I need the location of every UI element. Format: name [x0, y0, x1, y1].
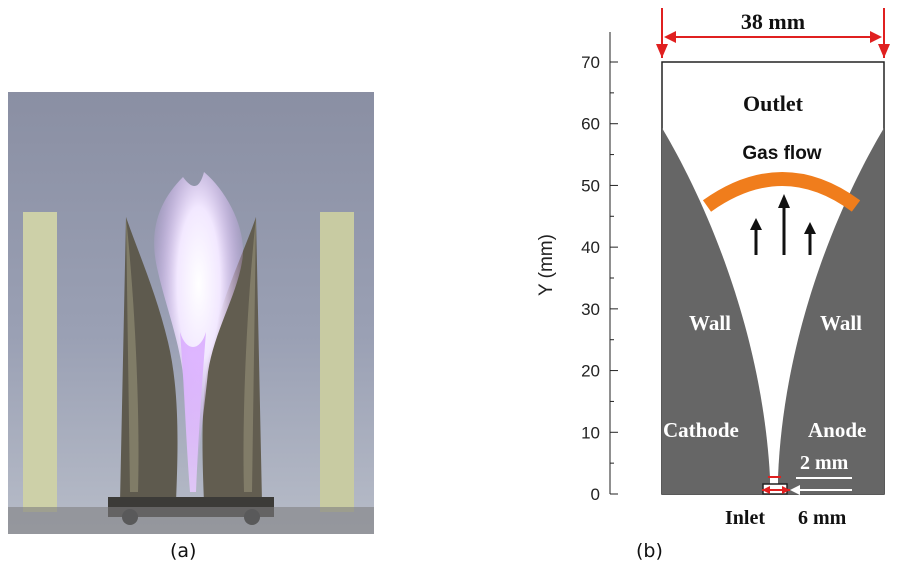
discharge-photo — [8, 92, 374, 534]
y-tick-label: 20 — [581, 362, 600, 381]
y-axis-title: Y (mm) — [536, 234, 557, 296]
y-tick-label: 0 — [591, 485, 600, 504]
cathode-wall — [662, 128, 770, 494]
gas-flow-indicator: Gas flow — [702, 143, 861, 255]
wall-label-right: Wall — [820, 311, 862, 335]
left-post — [23, 212, 57, 512]
outlet-label: Outlet — [743, 91, 804, 116]
y-axis: 0 10 20 30 40 50 60 70 Y (mm) — [536, 32, 618, 504]
y-tick-label: 70 — [581, 53, 600, 72]
y-tick-label: 60 — [581, 115, 600, 134]
width-label: 38 mm — [741, 9, 805, 34]
cathode-label: Cathode — [663, 418, 739, 442]
gas-flow-arc — [702, 172, 861, 212]
flow-arrow-left — [750, 218, 762, 255]
plasma-plume — [154, 172, 244, 492]
y-tick-label: 40 — [581, 238, 600, 257]
y-tick-label: 30 — [581, 300, 600, 319]
wall-label-left: Wall — [689, 311, 731, 335]
inlet-annotation: Inlet 6 mm — [725, 477, 852, 529]
flow-arrow-right — [804, 222, 816, 255]
y-tick-label: 50 — [581, 176, 600, 195]
flow-arrow-center — [778, 194, 790, 255]
gap-annotation: 2 mm — [768, 452, 849, 478]
electrode-schematic: 0 10 20 30 40 50 60 70 Y (mm) 38 mm Outlet Gas … — [500, 0, 899, 540]
gas-flow-label: Gas flow — [742, 143, 821, 164]
gap-label: 2 mm — [800, 452, 849, 474]
electrode-geometry — [661, 61, 885, 495]
panel-label-b: (b) — [636, 540, 663, 562]
y-tick-label: 10 — [581, 423, 600, 442]
right-post — [320, 212, 354, 512]
width-dimension: 38 mm — [656, 8, 890, 58]
panel-label-a: (a) — [170, 540, 197, 562]
inlet-width-label: 6 mm — [798, 507, 847, 529]
anode-label: Anode — [808, 418, 866, 442]
inlet-label: Inlet — [725, 507, 765, 529]
anode-wall — [778, 128, 884, 494]
